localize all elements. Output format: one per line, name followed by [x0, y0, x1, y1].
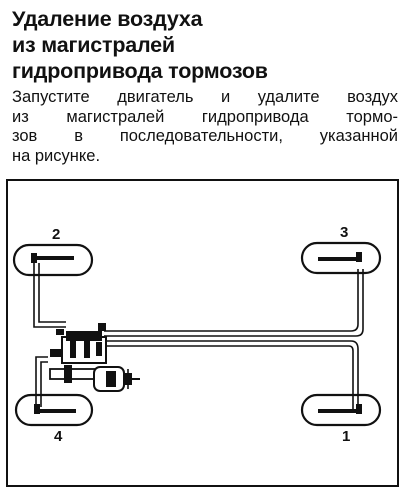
wheel-front-right [300, 241, 382, 275]
brake-lines [33, 259, 364, 409]
wheel-label-rear-left: 4 [54, 428, 63, 445]
wheel-label-front-right: 3 [340, 224, 348, 241]
brake-bleeding-diagram: 2 3 4 1 [6, 179, 399, 487]
paragraph-line-2: из магистралей гидропривода тормо- [12, 107, 398, 126]
section-title: Удаление воздуха из магистралей гидропри… [12, 6, 402, 84]
wheel-label-front-left: 2 [52, 226, 60, 243]
wheel-label-rear-right: 1 [342, 428, 350, 445]
diagram-frame [6, 179, 399, 487]
title-line-3: гидропривода тормозов [12, 59, 268, 83]
wheel-front-left [12, 243, 94, 277]
instruction-paragraph: Запустите двигатель и удалите воздух из … [12, 88, 398, 166]
title-line-2: из магистралей [12, 33, 175, 57]
title-line-1: Удаление воздуха [12, 7, 203, 31]
master-cylinder [49, 323, 140, 392]
paragraph-line-1: Запустите двигатель и удалите воздух [12, 88, 398, 106]
paragraph-line-4: на рисунке. [12, 146, 101, 165]
wheel-rear-right [300, 393, 382, 427]
paragraph-line-3: зов в последовательности, указанной [12, 127, 398, 145]
diagram-svg: 2 3 4 1 [6, 179, 399, 487]
wheel-rear-left [14, 393, 94, 427]
